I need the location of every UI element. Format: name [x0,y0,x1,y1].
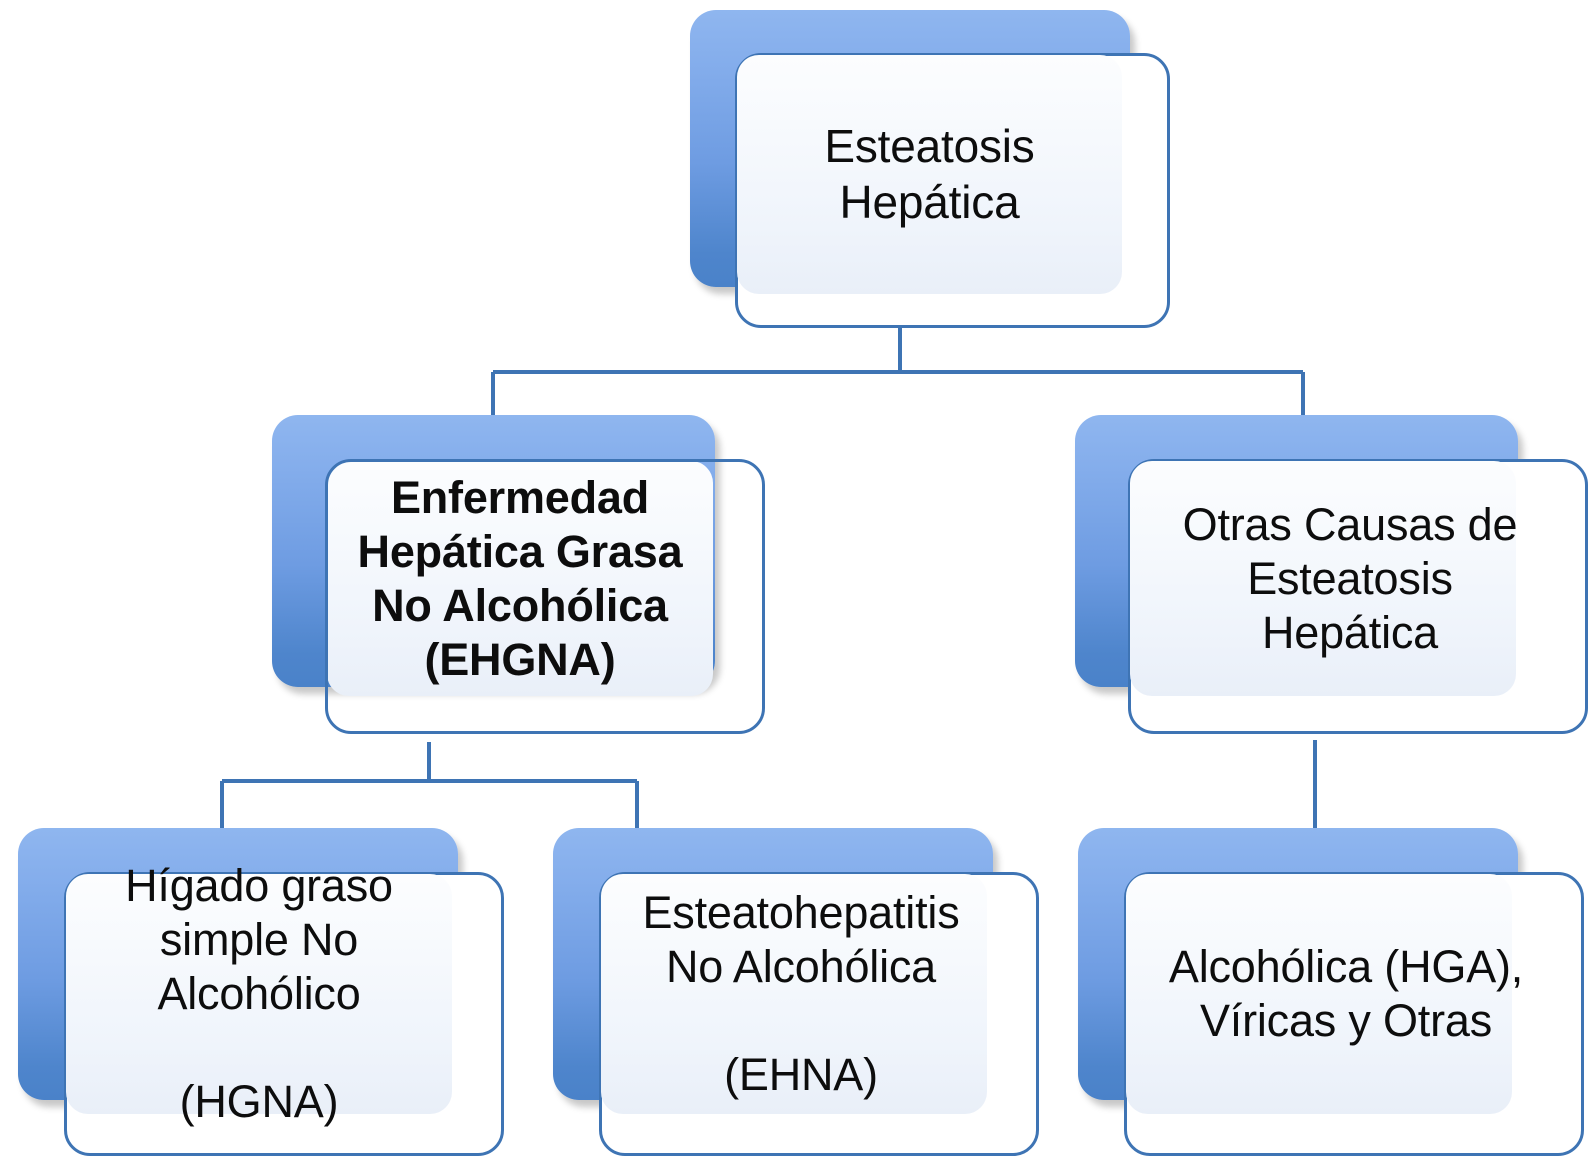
node-otras-causas[interactable]: Otras Causas de Esteatosis Hepática [1075,415,1591,734]
node-label-otras-causas: Otras Causas de Esteatosis Hepática [1130,461,1570,696]
node-sheet [327,461,713,696]
node-sheet [1130,461,1516,696]
node-label-root: Esteatosis Hepática [737,55,1122,294]
node-esteatosis-hepatica[interactable]: Esteatosis Hepática [690,10,1170,328]
node-label-ehgna: Enfermedad Hepática Grasa No Alcohólica … [327,461,713,696]
node-frame [325,459,765,734]
node-text: Enfermedad Hepática Grasa No Alcohólica … [357,471,683,685]
node-hga[interactable]: Alcohólica (HGA), Víricas y Otras [1078,828,1591,1158]
node-hgna[interactable]: Hígado graso simple No Alcohólico (HGNA) [18,828,510,1158]
node-ehgna[interactable]: Enfermedad Hepática Grasa No Alcohólica … [272,415,767,735]
node-sheet [1126,874,1512,1114]
node-label-hgna: Hígado graso simple No Alcohólico (HGNA) [66,860,452,1127]
node-ehna[interactable]: Esteatohepatitis No Alcohólica (EHNA) [553,828,1045,1158]
node-sheet [737,55,1122,294]
node-sheet [601,874,987,1114]
node-text: Esteatohepatitis No Alcohólica (EHNA) [642,887,960,1100]
node-label-hga: Alcohólica (HGA), Víricas y Otras [1126,874,1566,1114]
node-label-ehna: Esteatohepatitis No Alcohólica (EHNA) [601,874,1001,1114]
node-text: Otras Causas de Esteatosis Hepática [1182,498,1518,658]
node-text: Esteatosis Hepática [824,120,1035,228]
node-text: Hígado graso simple No Alcohólico (HGNA) [125,860,393,1127]
node-text: Alcohólica (HGA), Víricas y Otras [1168,941,1524,1046]
edge-ehgna-to-level2 [220,742,639,830]
node-sheet [66,874,452,1114]
